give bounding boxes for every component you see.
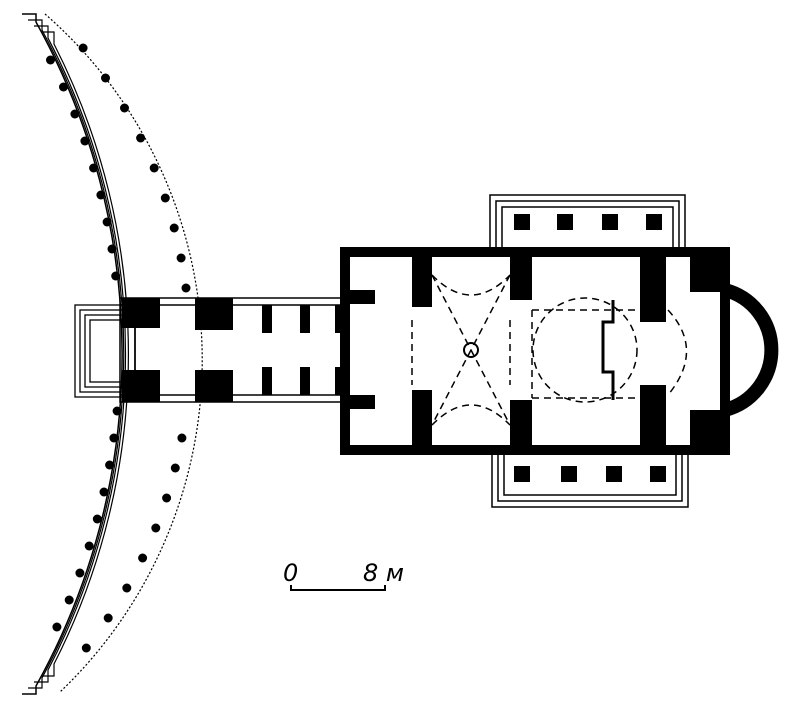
main-church <box>340 247 779 455</box>
colonnade-column <box>92 514 102 524</box>
colonnade-column <box>162 493 172 503</box>
colonnade-column <box>136 133 146 143</box>
colonnade-column <box>107 244 117 254</box>
colonnade-column <box>75 568 85 578</box>
colonnade-column <box>59 82 68 92</box>
colonnade-column <box>105 460 115 470</box>
colonnade-column <box>103 613 113 623</box>
colonnade-column <box>181 283 191 293</box>
central-column <box>463 342 479 358</box>
colonnade-column <box>52 622 62 632</box>
colonnade-inner-step-3 <box>34 25 127 683</box>
colonnade-column <box>81 643 91 653</box>
vault-lines <box>411 274 688 426</box>
scale-bar <box>290 585 386 591</box>
colonnade-column <box>96 190 106 200</box>
colonnade-inner-step-2 <box>28 19 125 689</box>
colonnade-column <box>78 43 88 53</box>
colonnade-column <box>99 487 109 497</box>
colonnade-column <box>101 73 110 83</box>
colonnade-column <box>149 163 159 173</box>
scale-end-label: 8 м <box>363 559 404 587</box>
colonnade-column <box>160 193 170 203</box>
colonnade-column <box>64 595 74 605</box>
colonnade-column <box>170 463 180 473</box>
colonnade-column <box>177 433 187 443</box>
scale-start-label: 0 <box>283 559 298 587</box>
colonnade-column <box>89 163 99 173</box>
colonnade-column <box>84 541 94 551</box>
colonnade-inner-edge <box>42 31 130 677</box>
iconostasis <box>601 300 615 400</box>
colonnade-column <box>46 55 55 65</box>
apse <box>723 283 779 417</box>
portico-columns <box>514 214 666 482</box>
colonnade-column <box>138 553 148 563</box>
colonnade-column <box>169 223 179 233</box>
colonnade-column <box>120 103 129 113</box>
colonnade-column <box>111 271 121 281</box>
colonnade-column <box>176 253 186 263</box>
west-steps <box>74 304 136 398</box>
colonnade-column <box>112 406 122 416</box>
colonnade-column <box>151 523 161 533</box>
colonnade-column <box>102 217 112 227</box>
curved-colonnade <box>22 13 203 695</box>
gallery-piers <box>122 298 345 402</box>
church-piers <box>345 252 725 450</box>
colonnade-column <box>80 136 90 146</box>
colonnade-column <box>109 433 119 443</box>
colonnade-column <box>70 109 80 119</box>
colonnade-outer-edge <box>44 13 203 693</box>
colonnade-columns <box>46 43 191 653</box>
colonnade-column <box>122 583 132 593</box>
